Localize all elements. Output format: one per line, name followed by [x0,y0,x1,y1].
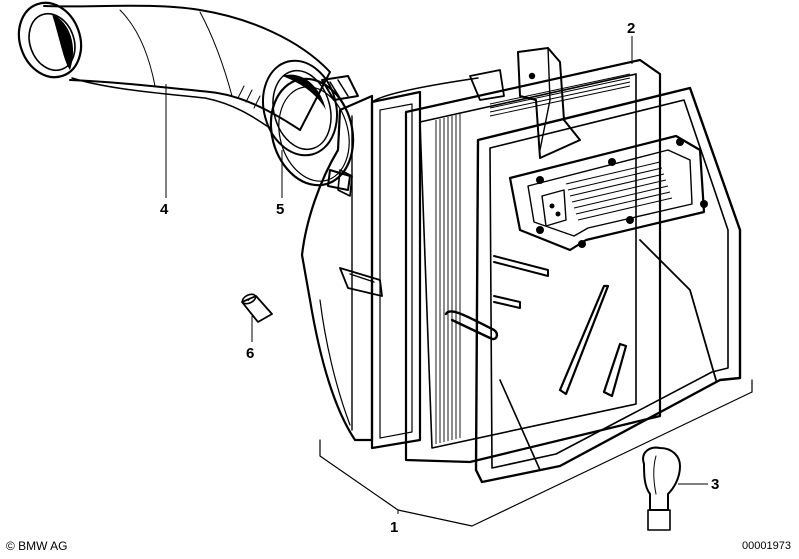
cap-part-3[interactable] [642,446,681,531]
pin-part-6[interactable] [241,292,273,323]
callout-label-2: 2 [627,20,635,37]
callout-label-3: 3 [711,476,719,493]
air-cleaner-housing-front[interactable] [444,86,742,484]
leader-lines [165,36,708,514]
hose-clamp-part-5[interactable] [259,69,364,194]
document-number: 00001973 [742,540,791,552]
intake-hose-part-4[interactable] [9,0,347,164]
assembly-bracket-item-1 [319,379,753,527]
filter-element-part-2[interactable] [404,47,662,464]
air-cleaner-housing-rear[interactable] [300,94,383,442]
copyright-notice: © BMW AG [6,539,68,553]
callout-label-4: 4 [160,201,169,218]
callout-label-6: 6 [246,345,254,362]
callout-label-1: 1 [390,519,398,536]
callout-label-5: 5 [276,201,284,218]
housing-frame-gasket[interactable] [370,77,479,450]
